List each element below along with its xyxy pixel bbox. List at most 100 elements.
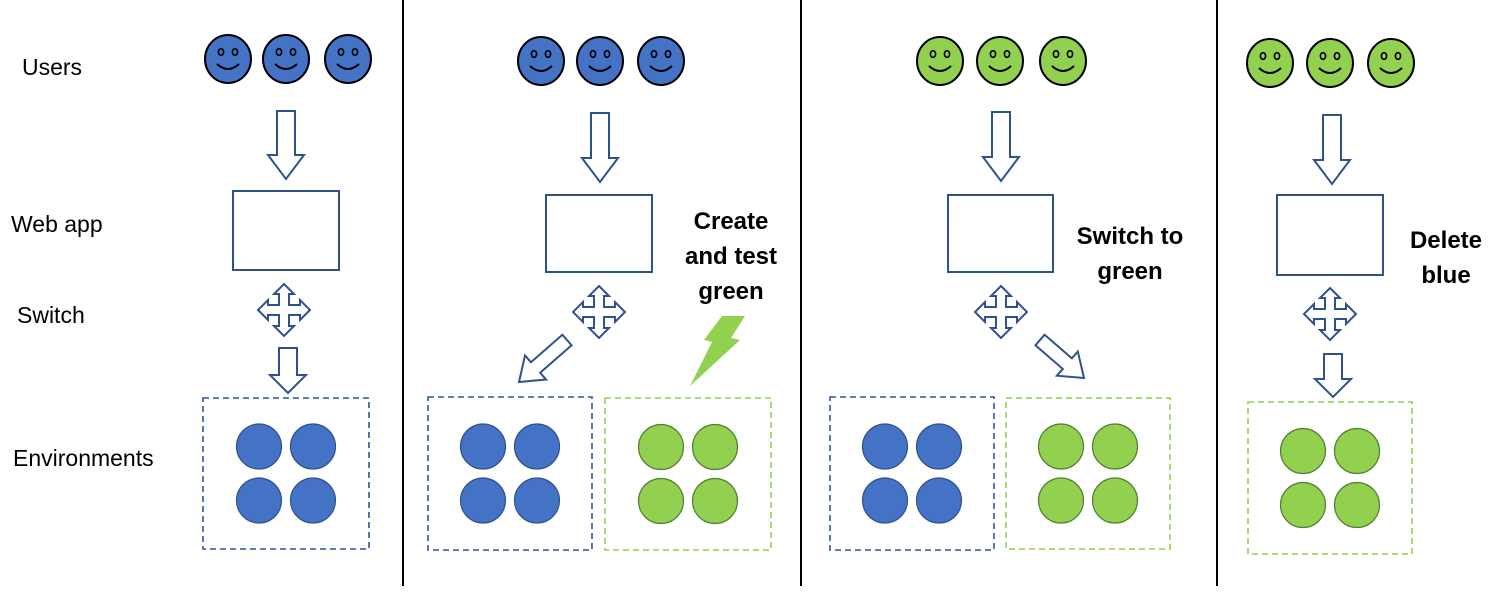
arrow-shape — [1034, 333, 1086, 380]
server-node — [637, 423, 685, 471]
server-node — [1037, 477, 1085, 524]
web-app-box — [232, 190, 340, 271]
server-node — [1333, 427, 1381, 475]
face — [576, 36, 624, 86]
server-node — [1279, 481, 1327, 529]
annotation-create-and-test-green: Create and test green — [676, 204, 786, 309]
server-node — [915, 423, 963, 470]
smiley-face-icon — [1246, 38, 1294, 88]
server-node — [861, 477, 909, 524]
smiley-face-icon — [517, 36, 565, 86]
eye — [1319, 51, 1327, 61]
face — [204, 34, 252, 84]
server-node — [1279, 427, 1327, 475]
environment-box — [1005, 397, 1171, 550]
server-node — [1091, 477, 1139, 524]
face — [1246, 38, 1294, 88]
mouth — [649, 65, 673, 72]
mouth — [529, 65, 553, 72]
smiley-face-icon — [1039, 36, 1087, 86]
smiley-face-icon — [1367, 38, 1415, 88]
mouth — [928, 65, 952, 72]
mouth — [216, 63, 240, 70]
eye — [530, 49, 538, 59]
server-node — [289, 477, 337, 524]
eye — [989, 49, 997, 59]
eye — [217, 47, 225, 57]
eye — [650, 49, 658, 59]
mouth — [588, 65, 612, 72]
annotation-line: green — [1097, 258, 1163, 285]
blue-environment — [202, 397, 370, 550]
server-node — [235, 477, 283, 524]
web-app-box — [545, 194, 653, 273]
face — [324, 34, 372, 84]
environment-box — [427, 396, 593, 551]
down-arrow-icon — [580, 112, 620, 184]
annotation-line: Create — [693, 208, 769, 235]
eye — [1066, 49, 1074, 59]
mouth — [1379, 67, 1403, 74]
diagonal-arrow-icon — [517, 333, 574, 384]
server-node — [1091, 423, 1139, 470]
face — [916, 36, 964, 86]
eye — [1052, 49, 1060, 59]
smiley-face-icon — [637, 36, 685, 86]
blue-environment — [829, 396, 995, 551]
green-environment — [1247, 401, 1413, 555]
down-arrow-icon — [1312, 353, 1354, 399]
label-web-app: Web app — [11, 211, 103, 237]
server-node — [915, 477, 963, 524]
label-switch: Switch — [17, 302, 85, 328]
face — [517, 36, 565, 86]
mouth — [274, 63, 298, 70]
eye — [289, 47, 297, 57]
eye — [664, 49, 672, 59]
mouth — [988, 65, 1012, 72]
eye — [603, 49, 611, 59]
four-way-arrow-icon — [1302, 286, 1358, 342]
eye — [544, 49, 552, 59]
eye — [929, 49, 937, 59]
environment-box — [604, 397, 772, 551]
annotation-line: green — [698, 278, 764, 305]
mouth — [1051, 65, 1075, 72]
label-environments: Environments — [13, 445, 154, 471]
eye — [1273, 51, 1281, 61]
mouth — [1318, 67, 1342, 74]
smiley-face-icon — [1306, 38, 1354, 88]
arrow-shape — [517, 333, 574, 384]
web-app-box — [947, 194, 1054, 273]
web-app-box — [1276, 194, 1384, 276]
environment-box — [829, 396, 995, 551]
down-arrow-icon — [1312, 114, 1352, 186]
green-environment — [604, 397, 772, 551]
smiley-face-icon — [916, 36, 964, 86]
blue-environment — [427, 396, 593, 551]
face — [976, 36, 1024, 86]
smiley-face-icon — [976, 36, 1024, 86]
face — [262, 34, 310, 84]
lightning-bolt-icon — [690, 316, 745, 386]
server-node — [513, 477, 561, 524]
server-node — [235, 423, 283, 470]
label-users: Users — [22, 54, 83, 80]
diagonal-arrow-icon — [1034, 333, 1086, 380]
mouth — [336, 63, 360, 70]
down-arrow-icon — [981, 111, 1021, 183]
eye — [1394, 51, 1402, 61]
eye — [943, 49, 951, 59]
eye — [337, 47, 345, 57]
annotation-line: Delete — [1409, 227, 1483, 254]
eye — [589, 49, 597, 59]
eye — [1333, 51, 1341, 61]
eye — [351, 47, 359, 57]
server-node — [637, 477, 685, 525]
server-node — [459, 477, 507, 524]
down-arrow-icon — [266, 110, 306, 181]
mouth — [1258, 67, 1282, 74]
face — [1306, 38, 1354, 88]
eye — [1259, 51, 1267, 61]
green-environment — [1005, 397, 1171, 550]
